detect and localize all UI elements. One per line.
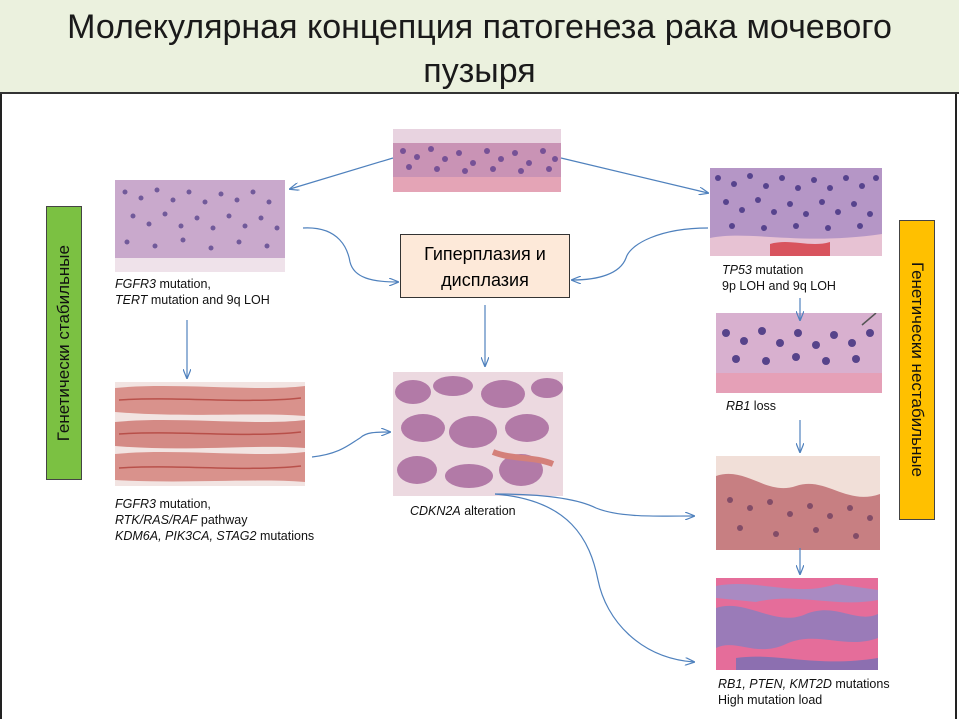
arrow-center-to-right-invasive (495, 494, 694, 516)
arrow-normal-to-left (290, 158, 393, 189)
arrow-center-to-muscle (495, 494, 694, 662)
arrow-right-to-box (572, 228, 708, 280)
arrow-left-to-box (303, 228, 398, 282)
arrow-normal-to-right (561, 158, 708, 193)
arrow-papillary-to-center (312, 432, 390, 457)
